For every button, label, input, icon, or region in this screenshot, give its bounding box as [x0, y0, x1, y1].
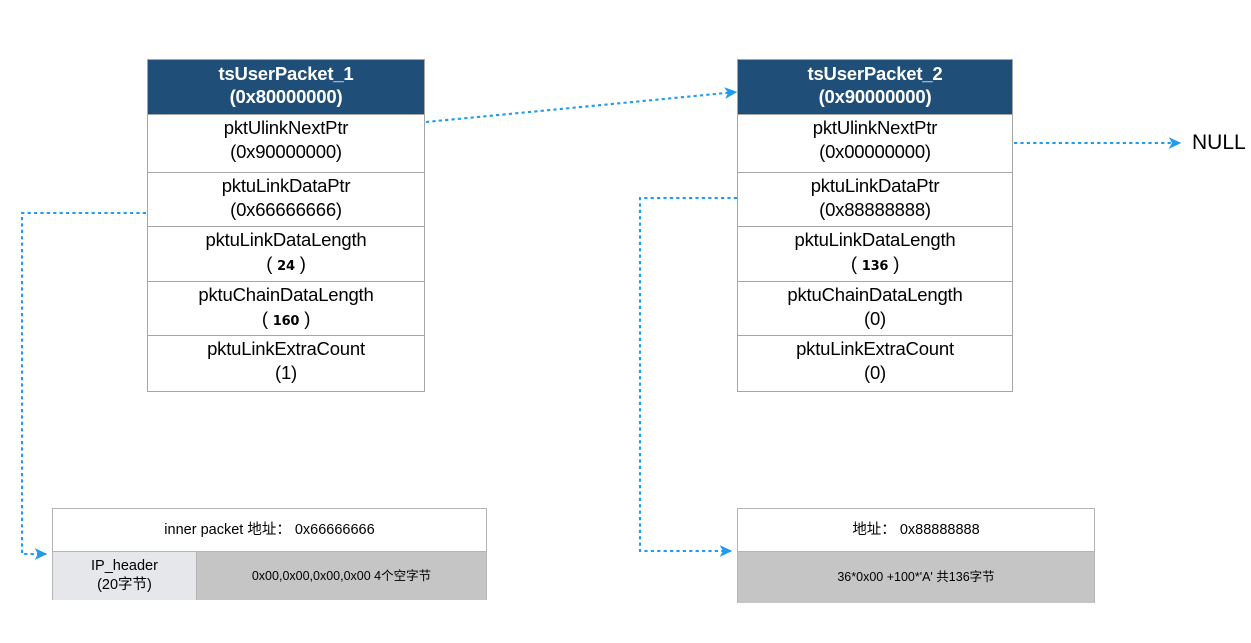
link-packet2-dataptr-to-buffer2 [638, 196, 737, 557]
buffer1-title: inner packet 地址： 0x66666666 [164, 522, 375, 538]
field-name: pktuLinkDataLength [794, 229, 956, 250]
field-name: pktUlinkNextPtr [223, 117, 349, 138]
field-value: (0x88888888) [819, 199, 931, 220]
field-name: pktuLinkDataPtr [810, 175, 940, 196]
value-number: 136 [861, 259, 889, 274]
segment-sublabel: (20字节) [97, 577, 152, 593]
field-value: (0x66666666) [230, 199, 342, 220]
struct-1-field-pktuChainDataLength: pktuChainDataLength ( 160 ) [148, 281, 424, 335]
struct-1-field-pktuLinkDataLength: pktuLinkDataLength ( 24 ) [148, 226, 424, 281]
field-name: pktuChainDataLength [787, 284, 963, 305]
value-number: 24 [277, 259, 295, 274]
field-value: ( 160 ) [148, 307, 424, 334]
struct-2-title: tsUserPacket_2 [807, 63, 943, 84]
struct-1-title: tsUserPacket_1 [218, 63, 354, 84]
value-paren-close: ) [888, 253, 900, 274]
struct-2-field-pktuChainDataLength: pktuChainDataLength (0) [738, 281, 1012, 335]
buffer1-segment-payload: 0x00,0x00,0x00,0x00 4个空字节 [197, 552, 486, 600]
field-value: (0) [863, 362, 886, 383]
field-name: pktuLinkDataPtr [221, 175, 351, 196]
value-paren-close: ) [299, 308, 311, 329]
field-value: (1) [274, 362, 297, 383]
struct-2-field-pktuLinkDataPtr: pktuLinkDataPtr (0x88888888) [738, 172, 1012, 226]
segment-label: 0x00,0x00,0x00,0x00 4个空字节 [251, 568, 432, 583]
field-name: pktuChainDataLength [198, 284, 374, 305]
value-paren-open: ( [850, 253, 862, 274]
field-value: (0x90000000) [230, 141, 342, 162]
field-value: (0) [863, 308, 886, 329]
segment-label: 36*0x00 +100*'A' 共136字节 [837, 570, 995, 584]
struct-tsUserPacket_2: tsUserPacket_2 (0x90000000) pktUlinkNext… [737, 59, 1013, 392]
struct-1-address: (0x80000000) [229, 86, 343, 107]
struct-2-field-pktUlinkNextPtr: pktUlinkNextPtr (0x00000000) [738, 114, 1012, 172]
struct-1-header: tsUserPacket_1 (0x80000000) [148, 60, 424, 114]
segment-label: IP_header [91, 558, 158, 574]
struct-1-field-pktuLinkExtraCount: pktuLinkExtraCount (1) [148, 335, 424, 391]
field-name: pktuLinkDataLength [205, 229, 367, 250]
value-paren-open: ( [261, 308, 273, 329]
link-packet1-dataptr-to-buffer1 [20, 211, 146, 560]
struct-1-field-pktUlinkNextPtr: pktUlinkNextPtr (0x90000000) [148, 114, 424, 172]
buffer1-segment-ip-header: IP_header (20字节) [53, 552, 197, 600]
struct-tsUserPacket_1: tsUserPacket_1 (0x80000000) pktUlinkNext… [147, 59, 425, 392]
memory-block-0x88888888: 地址： 0x88888888 36*0x00 +100*'A' 共136字节 [737, 508, 1095, 603]
value-paren-close: ) [294, 253, 306, 274]
struct-1-field-pktuLinkDataPtr: pktuLinkDataPtr (0x66666666) [148, 172, 424, 226]
field-name: pktUlinkNextPtr [812, 117, 938, 138]
buffer2-title: 地址： 0x88888888 [852, 522, 980, 538]
struct-2-address: (0x90000000) [818, 86, 932, 107]
field-value: (0x00000000) [819, 141, 931, 162]
buffer2-body: 36*0x00 +100*'A' 共136字节 [738, 551, 1094, 603]
field-name: pktuLinkExtraCount [207, 338, 365, 359]
link-packet1-next-to-packet2 [425, 87, 738, 124]
field-name: pktuLinkExtraCount [796, 338, 954, 359]
buffer1-body: IP_header (20字节) 0x00,0x00,0x00,0x00 4个空… [53, 551, 486, 600]
field-value: ( 24 ) [148, 252, 424, 279]
struct-2-header: tsUserPacket_2 (0x90000000) [738, 60, 1012, 114]
buffer2-segment-payload: 36*0x00 +100*'A' 共136字节 [738, 552, 1094, 603]
value-paren-open: ( [266, 253, 278, 274]
value-number: 160 [272, 314, 300, 329]
struct-2-field-pktuLinkExtraCount: pktuLinkExtraCount (0) [738, 335, 1012, 391]
field-value: ( 136 ) [738, 252, 1012, 279]
null-label: NULL [1192, 131, 1246, 154]
struct-2-field-pktuLinkDataLength: pktuLinkDataLength ( 136 ) [738, 226, 1012, 281]
memory-block-0x66666666: inner packet 地址： 0x66666666 IP_header (2… [52, 508, 487, 600]
